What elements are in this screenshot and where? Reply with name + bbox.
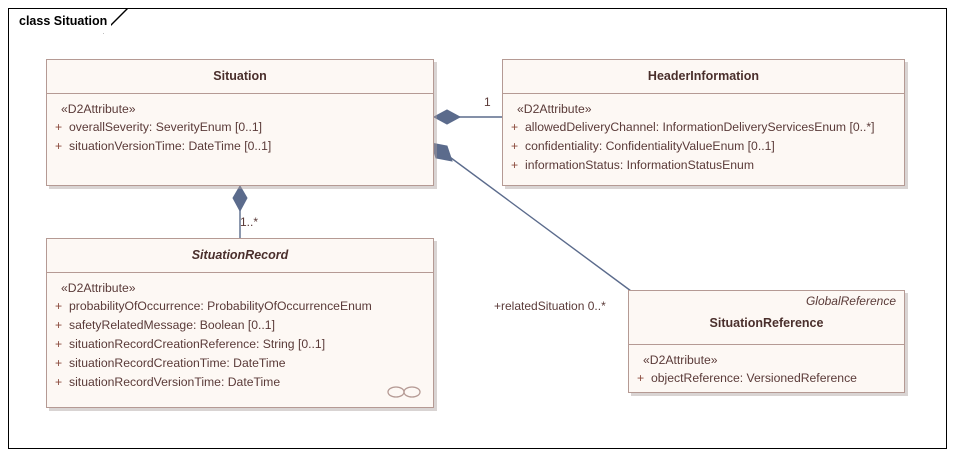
- stereotype-situation: «D2Attribute»: [61, 102, 136, 116]
- class-title-header-information: HeaderInformation: [647, 69, 760, 84]
- class-parent-reference-situation-reference: GlobalReference: [805, 294, 896, 308]
- attribute-row: + situationVersionTime: DateTime [0..1]: [47, 137, 433, 156]
- attribute-row: + safetyRelatedMessage: Boolean [0..1]: [47, 316, 433, 335]
- connector-link-icon: [387, 386, 421, 398]
- attribute-row: + situationRecordVersionTime: DateTime: [47, 373, 433, 392]
- class-box-situation-record[interactable]: SituationRecord «D2Attribute» + probabil…: [46, 238, 434, 408]
- attribute-text: probabilityOfOccurrence: ProbabilityOfOc…: [69, 299, 372, 313]
- attribute-visibility: +: [511, 120, 519, 134]
- stereotype-situation-record: «D2Attribute»: [61, 281, 136, 295]
- class-box-header-information[interactable]: HeaderInformation «D2Attribute» + allowe…: [502, 59, 905, 186]
- class-body-situation: «D2Attribute» + overallSeverity: Severit…: [47, 94, 433, 156]
- attribute-visibility: +: [55, 299, 63, 313]
- class-box-situation-reference[interactable]: GlobalReference SituationReference «D2At…: [628, 290, 905, 393]
- frame-tab-label: class Situation: [19, 13, 108, 28]
- attribute-text: situationRecordVersionTime: DateTime: [69, 375, 281, 389]
- frame-tab: class Situation: [8, 8, 112, 33]
- attribute-text: situationRecordCreationReference: String…: [69, 337, 326, 351]
- attribute-visibility: +: [55, 375, 63, 389]
- attribute-text: overallSeverity: SeverityEnum [0..1]: [69, 120, 263, 134]
- attribute-visibility: +: [511, 158, 519, 172]
- attribute-visibility: +: [55, 337, 63, 351]
- attribute-visibility: +: [55, 120, 63, 134]
- stereotype-header-information: «D2Attribute»: [517, 102, 592, 116]
- stereotype-situation-reference: «D2Attribute»: [643, 353, 718, 367]
- attribute-text: informationStatus: InformationStatusEnum: [525, 158, 754, 172]
- attribute-text: confidentiality: ConfidentialityValueEnu…: [525, 139, 775, 153]
- class-title-situation-record: SituationRecord: [191, 248, 289, 263]
- attribute-visibility: +: [55, 139, 63, 153]
- attribute-visibility: +: [511, 139, 519, 153]
- attribute-visibility: +: [637, 371, 645, 385]
- attribute-row: + situationRecordCreationReference: Stri…: [47, 335, 433, 354]
- attribute-text: allowedDeliveryChannel: InformationDeliv…: [525, 120, 875, 134]
- attribute-visibility: +: [55, 356, 63, 370]
- attribute-text: safetyRelatedMessage: Boolean [0..1]: [69, 318, 275, 332]
- attribute-row: + situationRecordCreationTime: DateTime: [47, 354, 433, 373]
- attribute-row: + informationStatus: InformationStatusEn…: [503, 156, 904, 175]
- class-body-situation-record: «D2Attribute» + probabilityOfOccurrence:…: [47, 273, 433, 392]
- attribute-row: + confidentiality: ConfidentialityValueE…: [503, 137, 904, 156]
- class-header-situation-record: SituationRecord: [47, 239, 433, 273]
- class-body-situation-reference: «D2Attribute» + objectReference: Version…: [629, 345, 904, 388]
- class-header-situation: Situation: [47, 60, 433, 94]
- class-title-situation-reference: SituationReference: [709, 316, 824, 330]
- multiplicity-situation-header: 1: [484, 95, 491, 109]
- attribute-visibility: +: [55, 318, 63, 332]
- attribute-text: situationRecordCreationTime: DateTime: [69, 356, 286, 370]
- attribute-row: + probabilityOfOccurrence: ProbabilityOf…: [47, 297, 433, 316]
- class-header-situation-reference: GlobalReference SituationReference: [629, 291, 904, 345]
- diagram-frame: [8, 8, 947, 449]
- attribute-row: + allowedDeliveryChannel: InformationDel…: [503, 118, 904, 137]
- attribute-text: objectReference: VersionedReference: [651, 371, 857, 385]
- attribute-text: situationVersionTime: DateTime [0..1]: [69, 139, 272, 153]
- role-label-related-situation: +relatedSituation 0..*: [494, 299, 606, 313]
- class-body-header-information: «D2Attribute» + allowedDeliveryChannel: …: [503, 94, 904, 175]
- class-title-situation: Situation: [213, 69, 267, 84]
- attribute-row: + objectReference: VersionedReference: [629, 369, 904, 388]
- class-header-header-information: HeaderInformation: [503, 60, 904, 94]
- multiplicity-situation-situationrecord: 1..*: [240, 215, 259, 229]
- attribute-row: + overallSeverity: SeverityEnum [0..1]: [47, 118, 433, 137]
- class-box-situation[interactable]: Situation «D2Attribute» + overallSeverit…: [46, 59, 434, 186]
